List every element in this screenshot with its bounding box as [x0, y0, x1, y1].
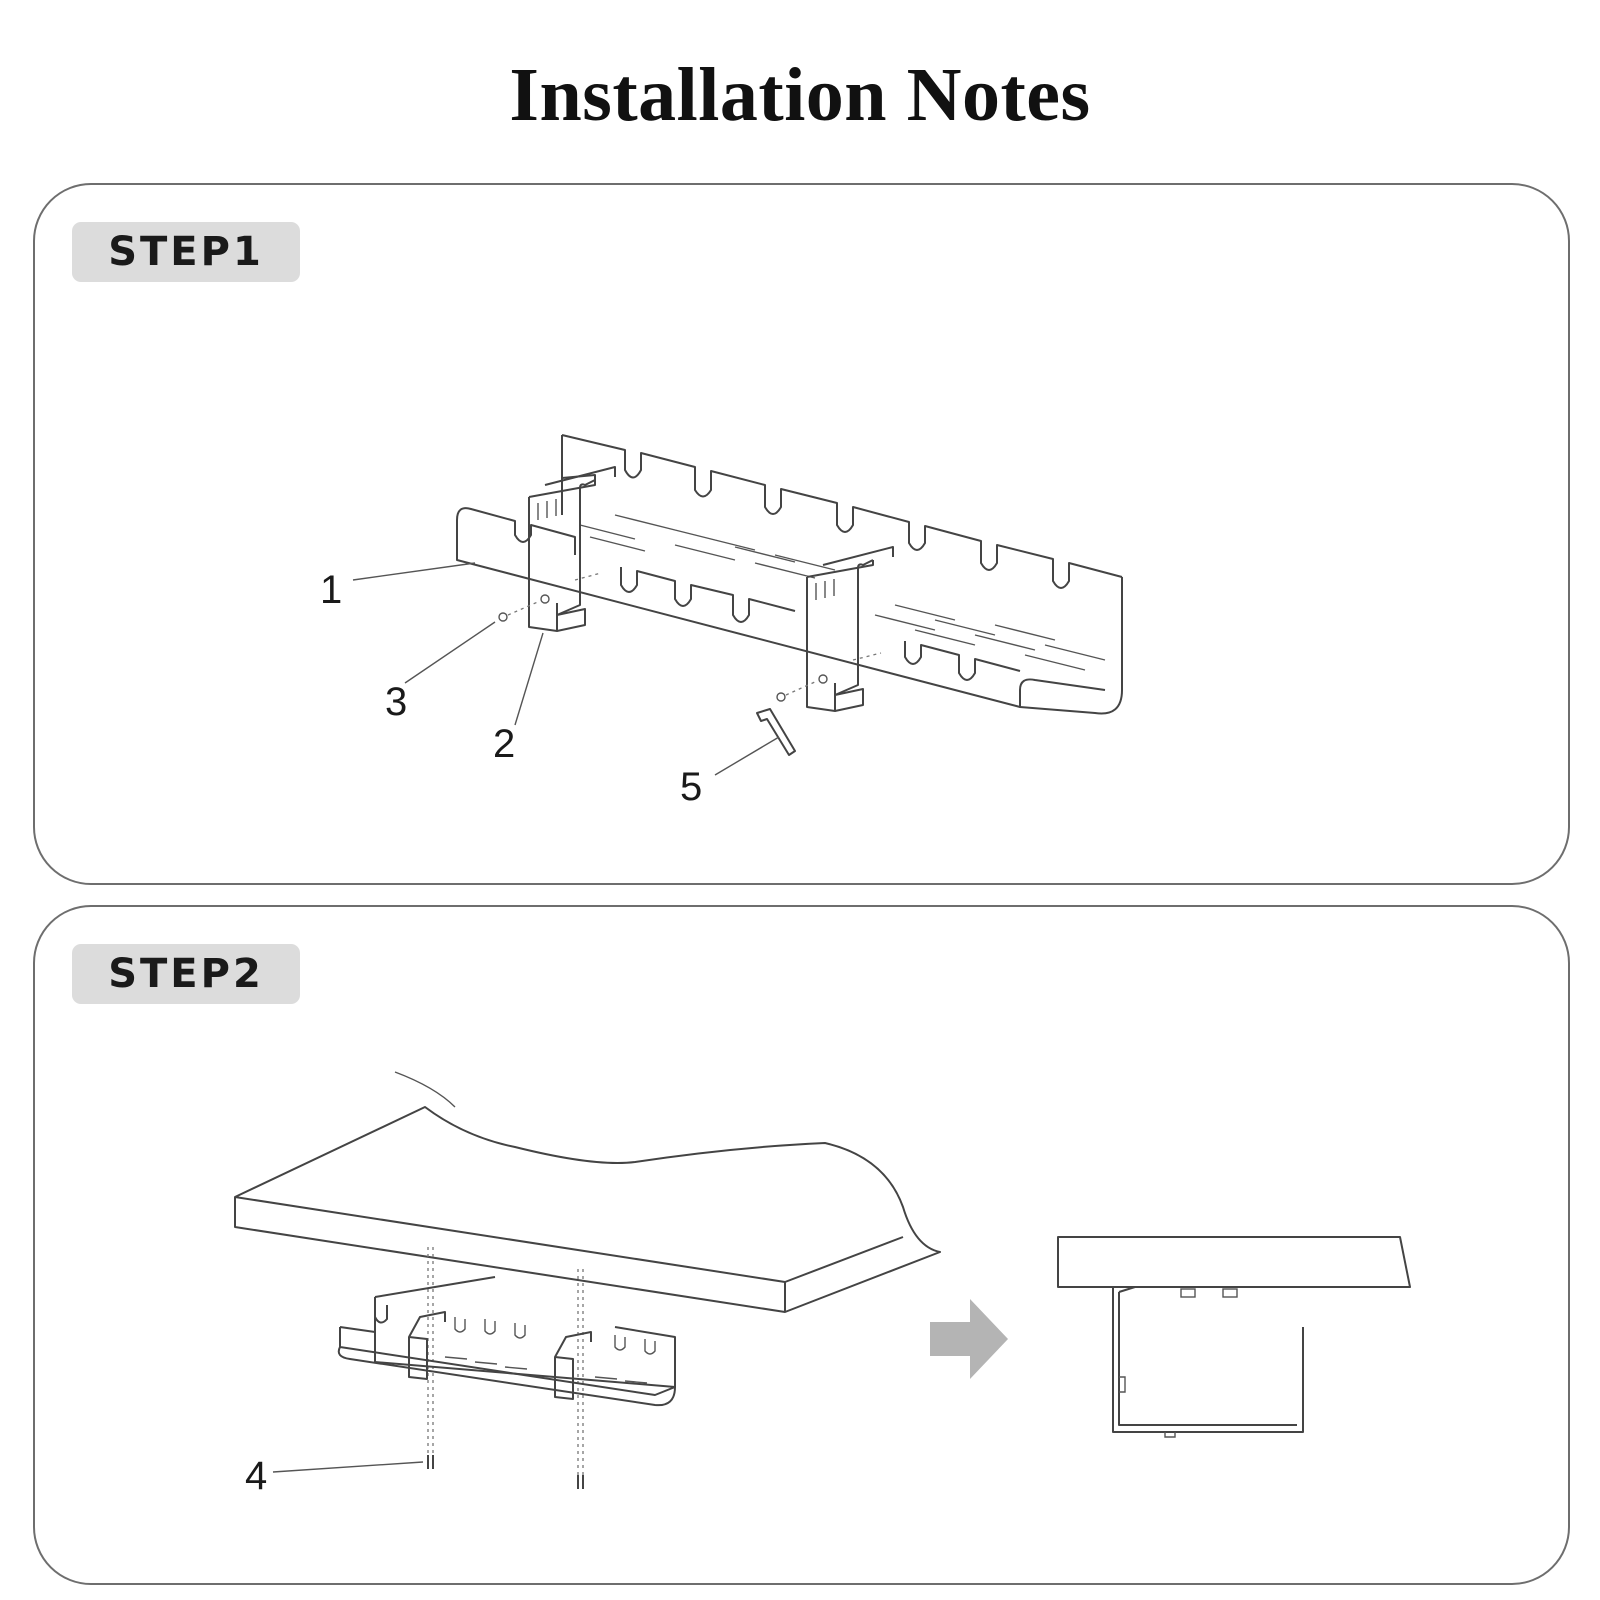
screw-4a	[427, 1455, 434, 1469]
tray-right-end	[1019, 577, 1123, 715]
bracket-left	[528, 466, 616, 632]
desk-side-view	[1057, 1236, 1411, 1288]
step1-illustration: 1 3 2 5	[320, 434, 1123, 809]
page-title: Installation Notes	[509, 53, 1091, 137]
leader-2	[514, 632, 544, 726]
step2-badge: STEP2	[72, 944, 300, 1004]
right-arrow	[930, 1299, 1008, 1379]
small-tray-slots	[444, 1317, 656, 1384]
hex-key-5	[756, 708, 796, 756]
leader-4	[272, 1461, 424, 1473]
step2-illustration: 4	[234, 1071, 1411, 1498]
step1-badge: STEP1	[72, 222, 300, 282]
callout-5: 5	[680, 765, 702, 809]
desk-top	[234, 1106, 941, 1313]
tray-side-view	[1112, 1286, 1304, 1433]
leader-1	[352, 562, 476, 581]
callout-3: 3	[385, 680, 407, 724]
screw-3a	[498, 612, 508, 622]
leader-3	[404, 621, 496, 684]
tray-floor-slots	[579, 514, 1106, 671]
leader-5	[714, 736, 780, 776]
callout-1: 1	[320, 568, 342, 612]
step1-panel: STEP1 1	[33, 183, 1570, 885]
step2-panel: STEP2 4	[33, 905, 1570, 1585]
tray-back-wall	[561, 434, 1123, 589]
bolt-head-a	[1180, 1288, 1196, 1298]
bracket-right	[806, 546, 894, 712]
callout-4: 4	[245, 1454, 267, 1498]
callout-2: 2	[493, 722, 515, 766]
tray-front-wall	[456, 507, 1021, 708]
